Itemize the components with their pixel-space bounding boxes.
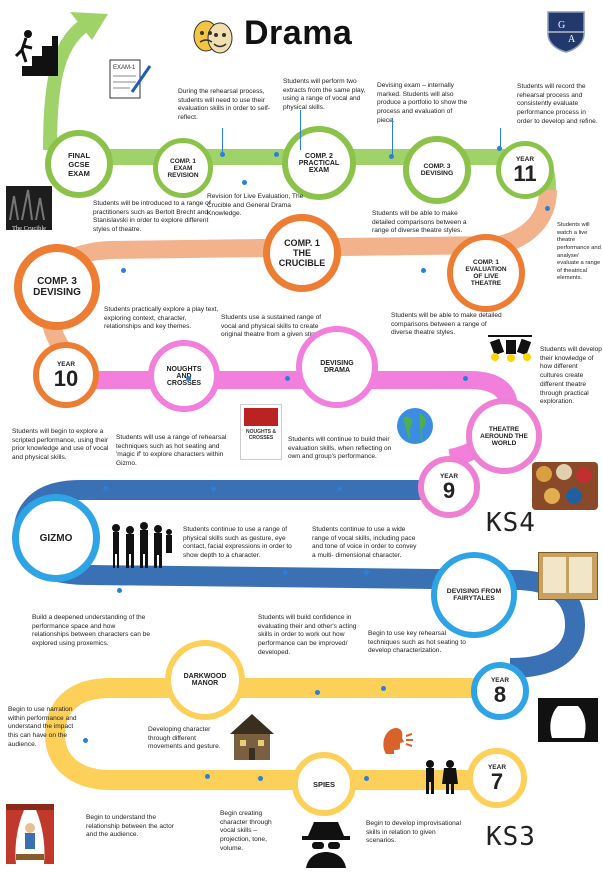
year-10-badge: YEAR 10 — [33, 342, 99, 408]
comp3-devising-y11-stop: COMP. 3 DEVISING — [403, 136, 471, 204]
note-play-text: Students practically explore a play text… — [104, 306, 219, 331]
svg-text:G: G — [558, 20, 565, 31]
year-11-badge: YEAR 11 — [496, 141, 554, 199]
leader-dot — [211, 486, 216, 491]
leader-dot — [274, 152, 279, 157]
year-8-badge: YEAR 8 — [471, 662, 529, 720]
theatre-stage-icon — [538, 698, 598, 742]
leader-dot — [258, 776, 263, 781]
comp3-devising-y10-stop: COMP. 3 DEVISING — [14, 244, 100, 330]
leader-dot — [220, 152, 225, 157]
note-comparisons-2: Students will be able to make detailed c… — [391, 312, 502, 337]
leader-dot — [364, 776, 369, 781]
note-vocal-range: Students continue to use a wide range of… — [312, 526, 417, 560]
note-hot-seating: Students will use a range of rehearsal t… — [116, 434, 227, 468]
exam-paper-icon: EXAM-1 — [108, 58, 152, 100]
children-icon — [420, 756, 460, 796]
comp2-practical-exam-stop: COMP. 2 PRACTICAL EXAM — [282, 126, 356, 200]
drama-masks-icon — [190, 18, 236, 56]
note-proxemics: Build a deepened understanding of the pe… — [32, 614, 151, 648]
note-comparisons-1: Students will be able to make detailed c… — [372, 210, 467, 235]
leader-dot — [103, 486, 108, 491]
leader-dot — [381, 686, 386, 691]
note-evaluation-skills: Students will continue to build their ev… — [288, 436, 392, 461]
theatre-around-the-world-stop: THEATRE AEROUND THE WORLD — [466, 398, 542, 474]
note-vocal-skills: Begin creating character through vocal s… — [220, 810, 272, 852]
leader-line — [222, 128, 223, 156]
leader-dot — [463, 376, 468, 381]
note-perform-extracts: Students will perform two extracts from … — [283, 78, 366, 112]
leader-line — [300, 110, 301, 150]
haunted-house-icon — [226, 712, 278, 762]
note-sustained-skills: Students use a sustained range of vocal … — [221, 314, 331, 339]
svg-text:EXAM-1: EXAM-1 — [113, 65, 136, 71]
note-rehearsal-self-reflect: During the rehearsal process, students w… — [178, 88, 270, 122]
comp1-the-crucible-stop: COMP. 1 THE CRUCIBLE — [263, 214, 341, 292]
leader-dot — [83, 738, 88, 743]
leader-dot — [117, 588, 122, 593]
page-title: Drama — [244, 14, 353, 52]
final-gcse-exam-stop: FINAL GCSE EXAM — [45, 130, 113, 198]
speaking-head-icon — [380, 726, 414, 756]
leader-dot — [121, 268, 126, 273]
ks3-label: KS3 — [486, 822, 536, 852]
leader-line — [392, 118, 393, 158]
note-movements-gesture: Developing character through different m… — [148, 726, 221, 751]
school-crest-logo: G A — [544, 8, 588, 54]
darkwood-manor-stop: DARKWOOD MANOR — [165, 640, 245, 720]
world-masks-image — [532, 462, 598, 510]
stage-lights-icon — [486, 330, 534, 366]
leader-dot — [364, 570, 369, 575]
note-practitioners: Students will be introduced to a range o… — [93, 200, 211, 234]
svg-text:A: A — [568, 34, 576, 45]
year-9-badge: YEAR 9 — [418, 456, 480, 518]
leader-dot — [315, 690, 320, 695]
note-record-rehearsal: Students will record the rehearsal proce… — [517, 83, 598, 125]
gizmo-stop: GIZMO — [12, 494, 100, 582]
note-improvisational: Begin to develop improvisational skills … — [366, 820, 461, 845]
note-rehearsal-techniques: Begin to use key rehearsal techniques su… — [368, 630, 466, 655]
note-confidence: Students will build confidence in evalua… — [258, 614, 357, 656]
leader-dot — [545, 206, 550, 211]
spy-silhouette-icon — [298, 818, 354, 868]
noughts-crosses-book-image: NOUGHTS & CROSSES — [240, 404, 282, 460]
climbing-stairs-icon — [8, 18, 60, 78]
devising-drama-stop: DEVISING DRAMA — [296, 326, 378, 408]
ks4-label: KS4 — [486, 508, 536, 538]
note-scripted-performance: Students will begin to explore a scripte… — [12, 428, 109, 462]
leader-dot — [283, 570, 288, 575]
note-gesture: Students continue to use a range of phys… — [183, 526, 292, 560]
leader-dot — [205, 774, 210, 779]
leader-dot — [285, 376, 290, 381]
comp1-evaluation-live-theatre-stop: COMP. 1 EVALUATION OF LIVE THEATRE — [447, 234, 525, 312]
comp1-exam-revision-stop: COMP. 1 EXAM REVISION — [153, 138, 213, 198]
note-cultures: Students will develop their knowledge of… — [540, 346, 602, 406]
note-devising-exam: Devising exam – internally marked. Stude… — [377, 82, 468, 124]
note-revision: Revision for Live Evaluation, The Crucib… — [207, 193, 304, 218]
year-7-badge: YEAR 7 — [467, 748, 527, 808]
note-watch-live-theatre: Students will watch a live theatre perfo… — [557, 222, 601, 282]
note-narration: Begin to use narration within performanc… — [8, 706, 77, 748]
fairytale-book-image — [538, 552, 598, 600]
performers-silhouette-image — [108, 520, 174, 570]
globe-icon — [395, 406, 435, 446]
leader-dot — [497, 146, 502, 151]
spies-stop: SPIES — [292, 752, 356, 816]
leader-dot — [389, 154, 394, 159]
leader-line — [500, 128, 501, 150]
note-actor-audience: Begin to understand the relationship bet… — [86, 814, 174, 839]
devising-from-fairytales-stop: DEVISING FROM FAIRYTALES — [431, 552, 517, 638]
puppet-theatre-image — [6, 804, 54, 864]
leader-dot — [242, 180, 247, 185]
leader-dot — [337, 486, 342, 491]
the-crucible-poster-image: The Crucible — [6, 186, 52, 232]
leader-dot — [421, 268, 426, 273]
noughts-crosses-stop: NOUGHTS AND CROSSES — [148, 340, 220, 412]
leader-dot — [186, 376, 191, 381]
